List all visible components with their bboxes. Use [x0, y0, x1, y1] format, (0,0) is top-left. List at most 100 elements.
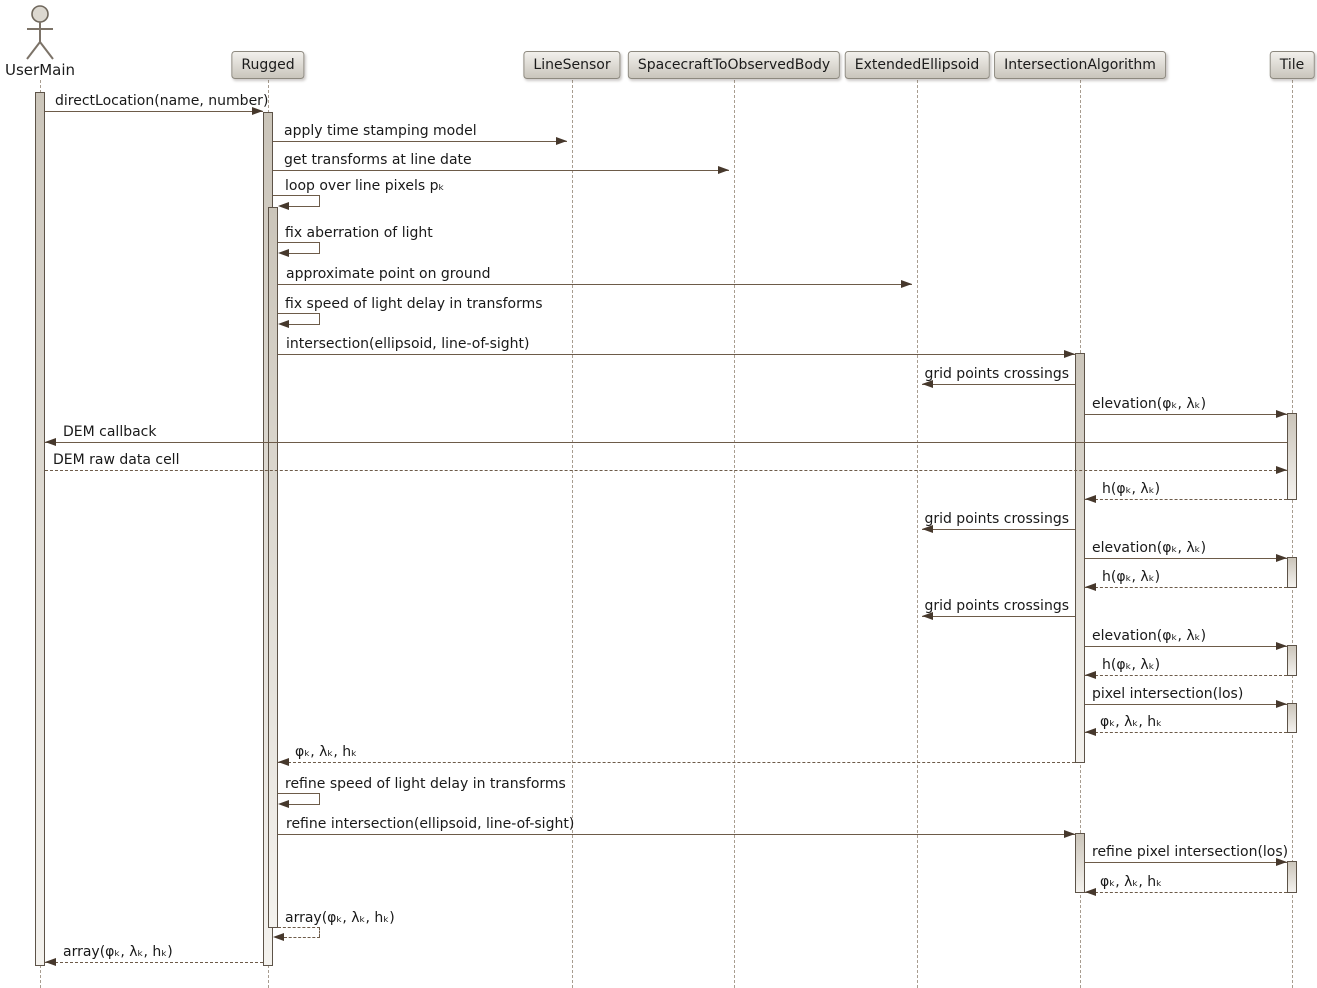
arrowhead-icon [922, 525, 933, 533]
message-label: h(φₖ, λₖ) [1102, 481, 1161, 497]
self-message-line [289, 253, 320, 254]
message-label: get transforms at line date [284, 152, 472, 168]
message-line [1085, 414, 1287, 415]
message-line [1085, 675, 1287, 676]
arrowhead-icon [45, 958, 56, 966]
arrowhead-icon [718, 166, 729, 174]
arrowhead-icon [1276, 858, 1287, 866]
arrowhead-icon [1085, 888, 1096, 896]
arrowhead-icon [901, 280, 912, 288]
self-message-line [319, 195, 320, 206]
message-label: grid points crossings [924, 366, 1069, 382]
self-message-line [289, 324, 320, 325]
message-label: intersection(ellipsoid, line-of-sight) [286, 336, 530, 352]
arrowhead-icon [1276, 410, 1287, 418]
message-line [922, 529, 1075, 530]
participant-box-linesensor: LineSensor [523, 51, 621, 79]
arrowhead-icon [278, 800, 289, 808]
arrowhead-icon [922, 612, 933, 620]
activation-bar-tile [1287, 703, 1297, 733]
self-message-line [278, 927, 320, 928]
message-label: h(φₖ, λₖ) [1102, 569, 1161, 585]
message-label: DEM callback [63, 424, 157, 440]
message-line [45, 962, 263, 963]
arrowhead-icon [1064, 350, 1075, 358]
message-label: refine pixel intersection(los) [1092, 844, 1289, 860]
message-label: grid points crossings [924, 511, 1069, 527]
self-message-line [319, 927, 320, 937]
self-message-line [284, 937, 320, 938]
message-line [1085, 862, 1287, 863]
self-message-line [289, 804, 320, 805]
message-line [45, 111, 263, 112]
arrowhead-icon [278, 249, 289, 257]
arrowhead-icon [1085, 671, 1096, 679]
message-label: grid points crossings [924, 598, 1069, 614]
message-line [45, 442, 1287, 443]
activation-bar-tile [1287, 557, 1297, 588]
message-line [1085, 499, 1287, 500]
message-line [922, 384, 1075, 385]
arrowhead-icon [1064, 830, 1075, 838]
message-label: φₖ, λₖ, hₖ [1100, 714, 1163, 730]
self-message-line [278, 793, 320, 794]
arrowhead-icon [1085, 583, 1096, 591]
self-message-line [278, 313, 320, 314]
message-line [278, 354, 1075, 355]
message-line [273, 141, 567, 142]
message-label: elevation(φₖ, λₖ) [1092, 628, 1207, 644]
self-message-line [319, 793, 320, 804]
self-message-label: refine speed of light delay in transform… [285, 776, 566, 792]
message-line [1085, 732, 1287, 733]
arrowhead-icon [922, 380, 933, 388]
participant-box-rugged: Rugged [231, 51, 305, 79]
message-label: φₖ, λₖ, hₖ [1100, 874, 1163, 890]
self-message-line [319, 313, 320, 324]
arrowhead-icon [45, 438, 56, 446]
message-line [922, 616, 1075, 617]
self-message-label: loop over line pixels pₖ [285, 178, 445, 194]
self-message-line [319, 242, 320, 253]
arrowhead-icon [1276, 642, 1287, 650]
message-label: elevation(φₖ, λₖ) [1092, 396, 1207, 412]
activation-bar-tile [1287, 861, 1297, 893]
message-label: refine intersection(ellipsoid, line-of-s… [286, 816, 575, 832]
activation-bar-intersectionalgorithm [1075, 353, 1085, 763]
arrowhead-icon [1276, 700, 1287, 708]
lifeline-tile [1291, 80, 1293, 988]
participant-box-intersectionalgorithm: IntersectionAlgorithm [994, 51, 1166, 79]
activation-bar-intersectionalgorithm [1075, 833, 1085, 893]
activation-bar-tile [1287, 645, 1297, 676]
participant-box-spacecrafttoobservedbody: SpacecraftToObservedBody [627, 51, 841, 79]
message-line [273, 170, 729, 171]
arrowhead-icon [252, 107, 263, 115]
message-label: array(φₖ, λₖ, hₖ) [63, 944, 173, 960]
actor-icon-usermain [20, 2, 60, 62]
activation-bar-usermain [35, 92, 45, 966]
message-label: φₖ, λₖ, hₖ [295, 744, 358, 760]
arrowhead-icon [1085, 728, 1096, 736]
self-message-line [289, 206, 320, 207]
self-message-label: array(φₖ, λₖ, hₖ) [285, 910, 395, 926]
message-line [1085, 704, 1287, 705]
arrowhead-icon [278, 758, 289, 766]
message-line [1085, 558, 1287, 559]
self-message-line [278, 242, 320, 243]
message-label: approximate point on ground [286, 266, 491, 282]
actor-label-usermain: UserMain [5, 61, 75, 79]
message-line [278, 284, 912, 285]
self-message-line [273, 195, 320, 196]
message-line [1085, 892, 1287, 893]
lifeline-linesensor [571, 80, 573, 988]
message-line [278, 762, 1075, 763]
message-label: apply time stamping model [284, 123, 477, 139]
self-message-label: fix speed of light delay in transforms [285, 296, 543, 312]
lifeline-spacecrafttoobservedbody [733, 80, 735, 988]
arrowhead-icon [1276, 554, 1287, 562]
message-line [278, 834, 1075, 835]
self-message-label: fix aberration of light [285, 225, 433, 241]
message-label: DEM raw data cell [53, 452, 180, 468]
message-label: directLocation(name, number) [55, 93, 269, 109]
arrowhead-icon [278, 202, 289, 210]
